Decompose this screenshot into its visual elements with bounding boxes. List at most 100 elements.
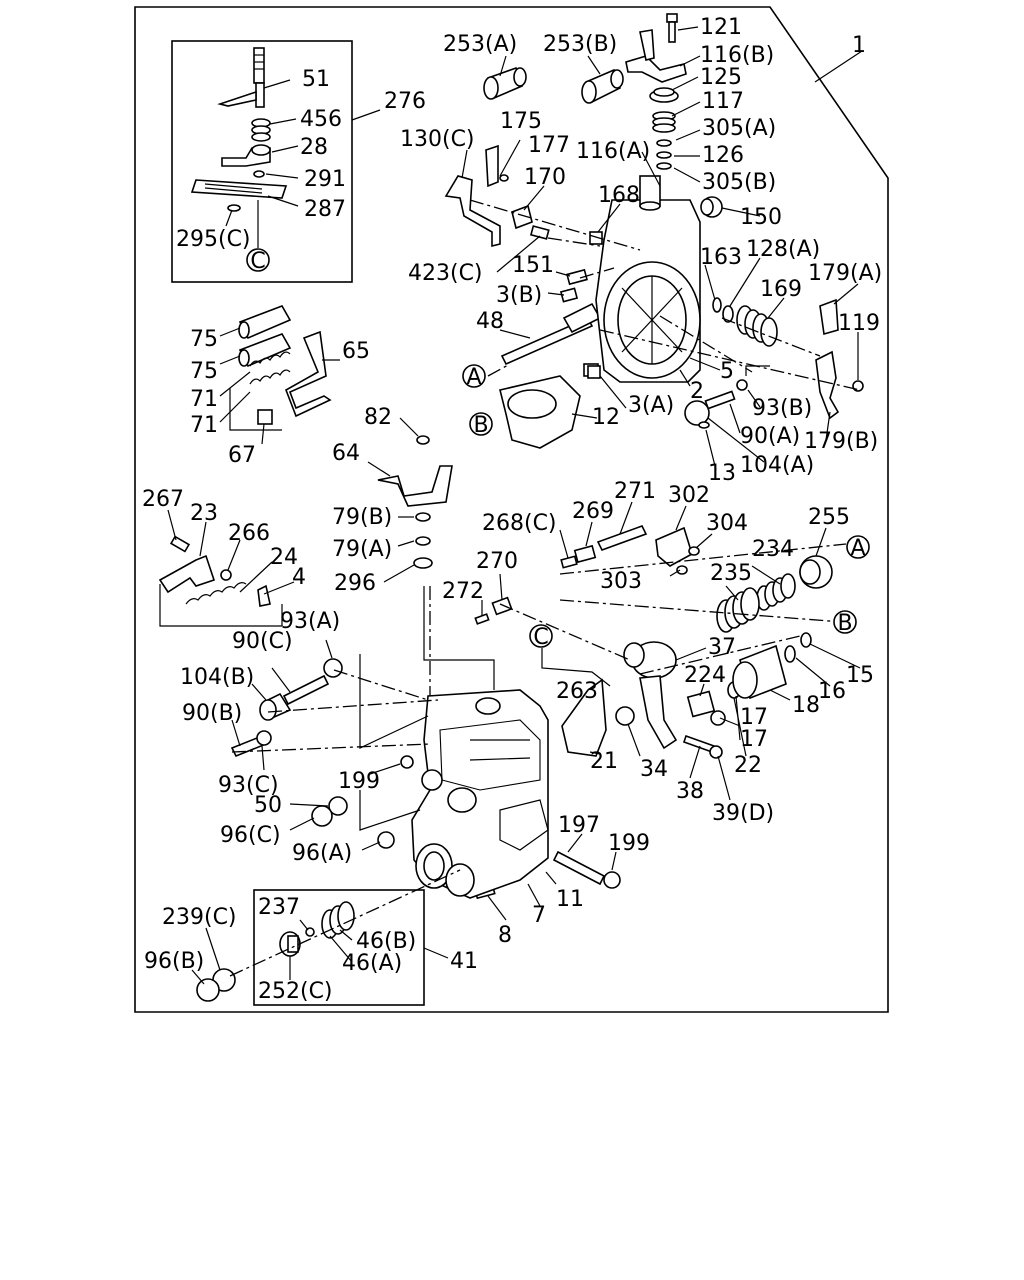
ref-label-a-right: A [850, 536, 865, 561]
governor-cover-parts [444, 13, 864, 449]
callout-128a: 128(A) [746, 237, 820, 262]
callout-130c: 130(C) [400, 127, 475, 152]
callout-79b: 79(B) [332, 505, 392, 530]
callout-116a: 116(A) [576, 139, 650, 164]
callout-224: 224 [684, 663, 726, 688]
callout-276: 276 [384, 89, 426, 114]
ref-marker-b-right [833, 610, 857, 634]
callout-90a: 90(A) [740, 424, 800, 449]
callout-199-left: 199 [338, 769, 380, 794]
ref-marker-a-right [846, 535, 870, 559]
inset-box-276 [171, 40, 353, 283]
callout-269: 269 [572, 499, 614, 524]
callout-126: 126 [702, 143, 744, 168]
callout-150: 150 [740, 205, 782, 230]
ref-marker-b-left [469, 412, 493, 436]
callout-170: 170 [524, 165, 566, 190]
callout-17-lower: 17 [740, 727, 768, 752]
reference-markers: A B C C A B [250, 249, 870, 650]
callout-22: 22 [734, 753, 762, 778]
callout-268c: 268(C) [482, 511, 557, 536]
callout-163: 163 [700, 245, 742, 270]
callout-121: 121 [700, 15, 742, 40]
lever-spring-parts [158, 305, 453, 607]
ref-marker-c-mid [529, 624, 553, 648]
callout-46a: 46(A) [342, 951, 402, 976]
callout-39d: 39(D) [712, 801, 774, 826]
ref-label-c-mid: C [533, 625, 548, 650]
callout-175: 175 [500, 109, 542, 134]
ref-label-b-right: B [837, 611, 852, 636]
callout-104a: 104(A) [740, 453, 814, 478]
callout-48: 48 [476, 309, 504, 334]
callout-271: 271 [614, 479, 656, 504]
callout-37: 37 [708, 635, 736, 660]
callout-13: 13 [708, 461, 736, 486]
callout-46b: 46(B) [356, 929, 416, 954]
callout-235: 235 [710, 561, 752, 586]
callout-179b: 179(B) [804, 429, 878, 454]
callout-263: 263 [556, 679, 598, 704]
callout-104b: 104(B) [180, 665, 254, 690]
callout-117: 117 [702, 89, 744, 114]
callout-90c: 90(C) [232, 629, 293, 654]
callout-65: 65 [342, 339, 370, 364]
ref-label-b-left: B [473, 413, 488, 438]
callout-11: 11 [556, 887, 584, 912]
callout-296: 296 [334, 571, 376, 596]
callout-7: 7 [532, 903, 546, 928]
callout-28: 28 [300, 135, 328, 160]
callout-125: 125 [700, 65, 742, 90]
callout-12: 12 [592, 405, 620, 430]
callout-75-bottom: 75 [190, 359, 218, 384]
callout-3a: 3(A) [628, 393, 674, 418]
callout-255: 255 [808, 505, 850, 530]
callout-291: 291 [304, 167, 346, 192]
callout-90b: 90(B) [182, 701, 242, 726]
ref-label-c-inset: C [250, 249, 265, 274]
callout-4: 4 [292, 565, 306, 590]
callout-302: 302 [668, 483, 710, 508]
diagram-frame [134, 6, 889, 1013]
callout-21: 21 [590, 749, 618, 774]
callout-82: 82 [364, 405, 392, 430]
callout-252c: 252(C) [258, 979, 333, 1004]
callout-71-bottom: 71 [190, 413, 218, 438]
callout-2: 2 [690, 379, 704, 404]
callout-295c: 295(C) [176, 227, 251, 252]
callout-423c: 423(C) [408, 261, 483, 286]
callout-239c: 239(C) [162, 905, 237, 930]
callout-51: 51 [302, 67, 330, 92]
callout-18: 18 [792, 693, 820, 718]
callout-116b: 116(B) [700, 43, 774, 68]
ref-label-a-left: A [466, 365, 481, 390]
callout-96a: 96(A) [292, 841, 352, 866]
callout-266: 266 [228, 521, 270, 546]
callout-75-top: 75 [190, 327, 218, 352]
callout-168: 168 [598, 183, 640, 208]
callout-24: 24 [270, 545, 298, 570]
callout-169: 169 [760, 277, 802, 302]
callout-38: 38 [676, 779, 704, 804]
callout-272: 272 [442, 579, 484, 604]
callout-64: 64 [332, 441, 360, 466]
callout-3b: 3(B) [496, 283, 542, 308]
callout-15: 15 [846, 663, 874, 688]
callout-labels: 1 121 116(B) 125 117 305(A) 126 305(B) 1… [142, 15, 882, 1004]
ref-marker-a-left [462, 364, 486, 388]
callout-270: 270 [476, 549, 518, 574]
governor-lever-parts [474, 525, 833, 759]
callout-41: 41 [450, 949, 478, 974]
callout-456: 456 [300, 107, 342, 132]
callout-197: 197 [558, 813, 600, 838]
callout-23: 23 [190, 501, 218, 526]
callout-16: 16 [818, 679, 846, 704]
callout-34: 34 [640, 757, 668, 782]
callout-199-right: 199 [608, 831, 650, 856]
callout-8: 8 [498, 923, 512, 948]
callout-305b: 305(B) [702, 170, 776, 195]
callout-151: 151 [512, 253, 554, 278]
callout-253b: 253(B) [543, 32, 617, 57]
callout-237: 237 [258, 895, 300, 920]
